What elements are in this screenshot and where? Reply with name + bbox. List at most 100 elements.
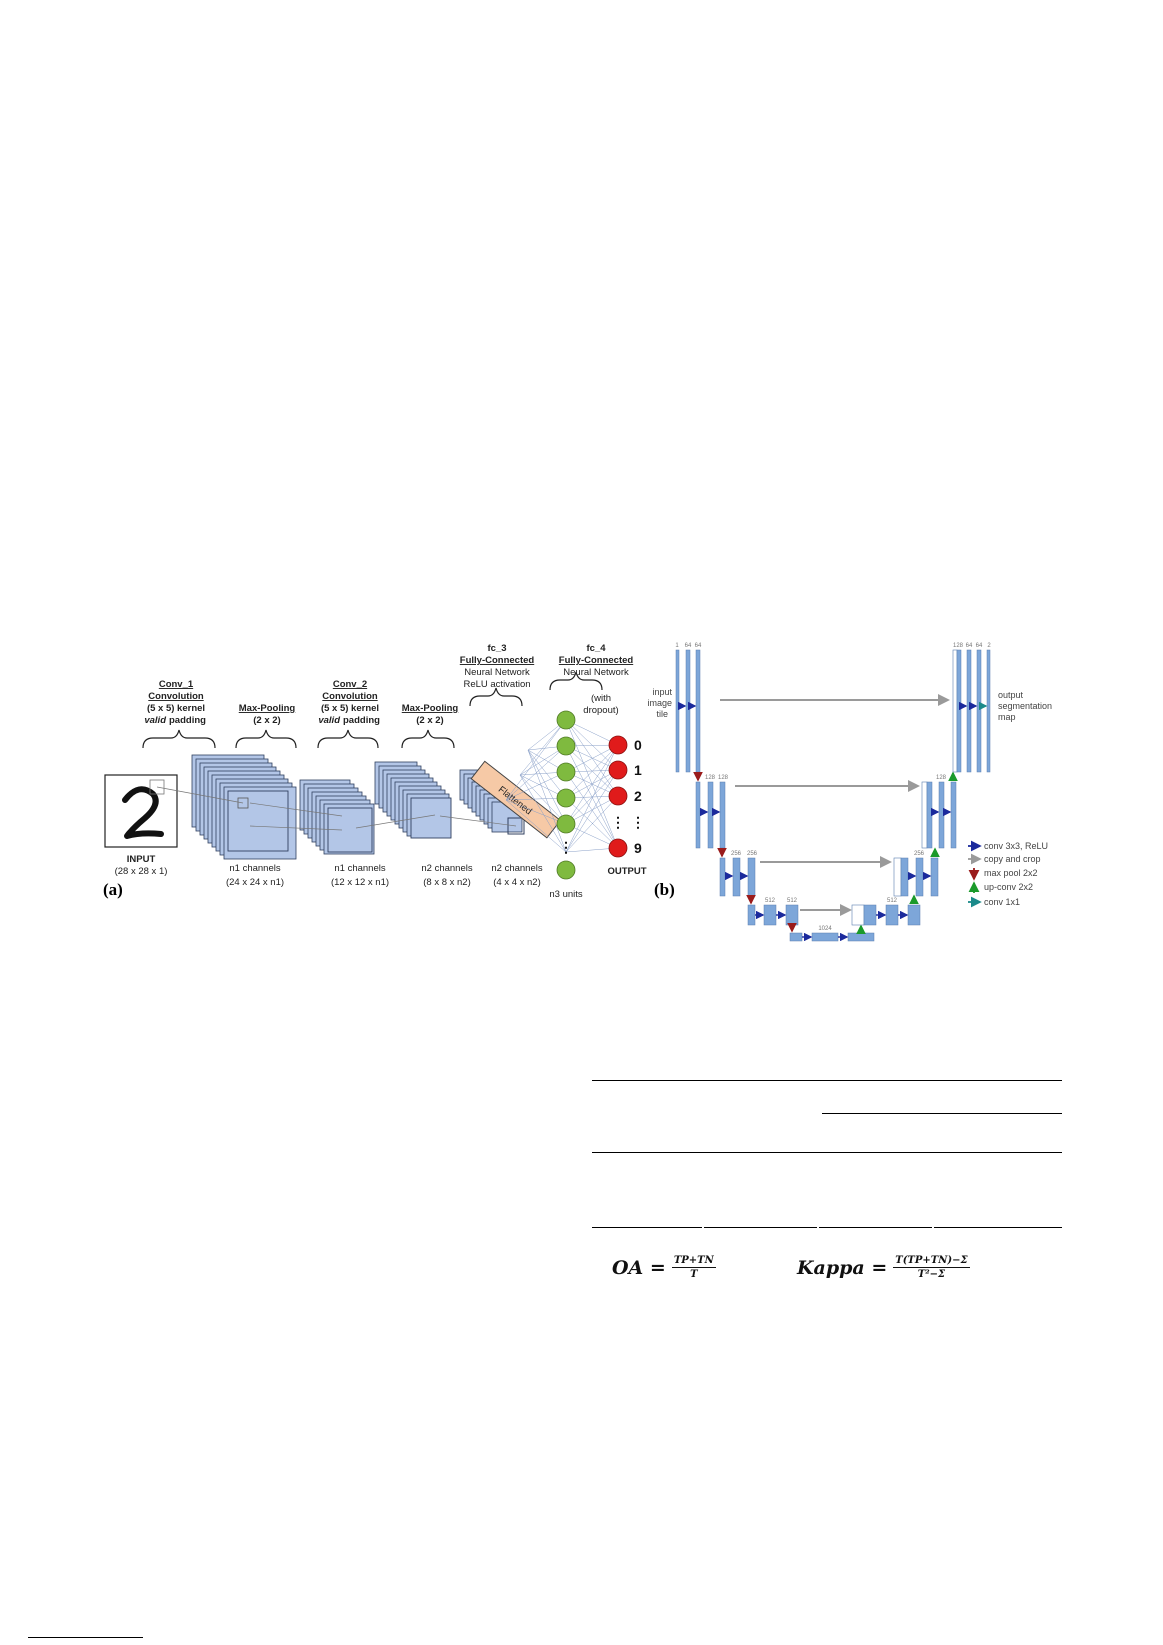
- table-bottom-rule-3: [819, 1227, 932, 1228]
- unet-ch-64a: 64: [685, 643, 692, 649]
- fc4-type: Fully-Connected: [559, 655, 634, 666]
- output-unit: [608, 786, 628, 806]
- brace-conv1: [142, 729, 216, 749]
- output-label-1: 1: [634, 762, 642, 778]
- table-group-rule: [822, 1113, 1062, 1114]
- fc4-dropout-1: (with: [591, 693, 611, 704]
- hidden-unit: [556, 710, 576, 730]
- output-label-2: 2: [634, 788, 642, 804]
- legend-conv: conv 3x3, ReLU: [984, 841, 1048, 851]
- oa-fraction: TP+TN T: [671, 1255, 716, 1280]
- hidden-unit: [556, 736, 576, 756]
- hidden-unit: [556, 762, 576, 782]
- unet-ch-512b: 512: [787, 898, 798, 904]
- kappa-lhs: Kappa =: [797, 1256, 888, 1279]
- panel-b: (b) input image tile 1 64 64 128 128: [647, 643, 1052, 942]
- output-label-0: 0: [634, 737, 642, 753]
- fc3-type: Fully-Connected: [460, 655, 535, 666]
- conv1-padding: padding: [169, 715, 206, 726]
- input-image: INPUT (28 x 28 x 1): [104, 774, 178, 877]
- brace-pool1: [235, 729, 297, 749]
- kappa-fraction: T(TP+TN)−Σ T²−Σ: [893, 1255, 970, 1280]
- kappa-denominator: T²−Σ: [917, 1269, 946, 1280]
- stack1-channels: n1 channels: [229, 863, 280, 874]
- table-bottom-rule-1: [592, 1227, 702, 1228]
- panel-b-letter: (b): [654, 880, 675, 899]
- legend-conv1x1: conv 1x1: [984, 897, 1020, 907]
- fc4-title: fc_4: [586, 643, 606, 654]
- stack4-channels: n2 channels: [491, 863, 542, 874]
- formulas: OA = TP+TN T Kappa = T(TP+TN)−Σ T²−Σ: [612, 1255, 1032, 1315]
- kernel-window: [149, 779, 165, 795]
- braces: [142, 671, 603, 749]
- unet-ch-128a: 128: [705, 775, 716, 781]
- layer-header-conv2: Conv_2 Convolution (5 x 5) kernel valid …: [318, 679, 380, 726]
- footnote-rule: [28, 1637, 143, 1638]
- legend-copy: copy and crop: [984, 854, 1041, 864]
- unet-output-label: output segmentation map: [998, 690, 1052, 722]
- unet-ch-256b: 256: [747, 851, 758, 857]
- conv2-kernel: (5 x 5) kernel: [321, 703, 379, 714]
- stack-labels: n1 channels (24 x 24 x n1) n1 channels (…: [226, 863, 543, 888]
- conv2-padding-italic: valid: [318, 715, 340, 726]
- unet-ch-256a: 256: [731, 851, 742, 857]
- table-header-rule: [592, 1152, 1062, 1153]
- unet-ch-512a: 512: [765, 898, 776, 904]
- layer-header-fc4: fc_4 Fully-Connected Neural Network (wit…: [559, 643, 634, 716]
- hidden-unit: [556, 788, 576, 808]
- pool2-size: (2 x 2): [416, 715, 443, 726]
- panel-a-letter: (a): [103, 880, 123, 899]
- conv1-title: Conv_1: [159, 679, 194, 690]
- input-dims: (28 x 28 x 1): [115, 866, 168, 877]
- conv1-padding-italic: valid: [144, 715, 166, 726]
- unet-output-line3: map: [998, 712, 1016, 722]
- output-label-ellipsis: ⋮: [631, 814, 645, 830]
- output-label-9: 9: [634, 840, 642, 856]
- stack-conv2: [374, 761, 452, 839]
- stack2-channels: n1 channels: [334, 863, 385, 874]
- unet-ch-1: 1: [675, 643, 679, 649]
- fc3-activation: ReLU activation: [463, 679, 530, 690]
- stack-conv1: [191, 754, 297, 860]
- projection-lines: [156, 786, 517, 831]
- fc3-title: fc_3: [487, 643, 506, 654]
- layer-header-pool2: Max-Pooling (2 x 2): [402, 703, 459, 726]
- brace-fc3: [469, 687, 523, 707]
- unet-ch-64b: 64: [695, 643, 702, 649]
- fc4-nn: Neural Network: [563, 667, 629, 678]
- unet-input-line1: input: [652, 687, 672, 697]
- fc3-nn: Neural Network: [464, 667, 530, 678]
- conv2-title: Conv_2: [333, 679, 367, 690]
- layer-header-fc3: fc_3 Fully-Connected Neural Network ReLU…: [460, 643, 535, 690]
- legend-pool: max pool 2x2: [984, 868, 1038, 878]
- hidden-unit: [556, 860, 576, 880]
- unet-ch-128d: 128: [953, 643, 964, 649]
- unet-level4-right: 512: [800, 898, 921, 926]
- stack3-channels: n2 channels: [421, 863, 472, 874]
- unet-input-label: input image tile: [647, 687, 672, 719]
- stack1-dims: (24 x 24 x n1): [226, 877, 284, 888]
- brace-fc4: [549, 671, 603, 691]
- output-units: 0 1 2 ⋮ ⋮ 9 OUTPUT: [607, 735, 647, 877]
- table-bottom-rule-2: [704, 1227, 817, 1228]
- unet-ch-1024: 1024: [818, 926, 832, 932]
- unet-ch-64d: 64: [976, 643, 983, 649]
- conv1-kernel: (5 x 5) kernel: [147, 703, 205, 714]
- unet-ch-128b: 128: [718, 775, 729, 781]
- hidden-units-label: n3 units: [549, 889, 583, 900]
- stack-pool1: [299, 779, 375, 855]
- kappa-formula: Kappa = T(TP+TN)−Σ T²−Σ: [797, 1255, 970, 1280]
- pool1-title: Max-Pooling: [239, 703, 296, 714]
- unet-level3-right: 256: [760, 851, 939, 897]
- unet-level2-left: 128 128: [695, 775, 729, 849]
- unet-input-line3: tile: [656, 709, 668, 719]
- unet-level3-left: 256 256: [719, 851, 758, 897]
- stack4-dims: (4 x 4 x n2): [493, 877, 541, 888]
- unet-input-line2: image: [647, 698, 672, 708]
- table-top-rule: [592, 1080, 1062, 1081]
- unet-output-line2: segmentation: [998, 701, 1052, 711]
- unet-ch-256c: 256: [914, 851, 925, 857]
- oa-lhs: OA =: [612, 1256, 666, 1279]
- unet-legend: conv 3x3, ReLU copy and crop max pool 2x…: [968, 840, 1048, 908]
- legend-upconv: up-conv 2x2: [984, 882, 1033, 892]
